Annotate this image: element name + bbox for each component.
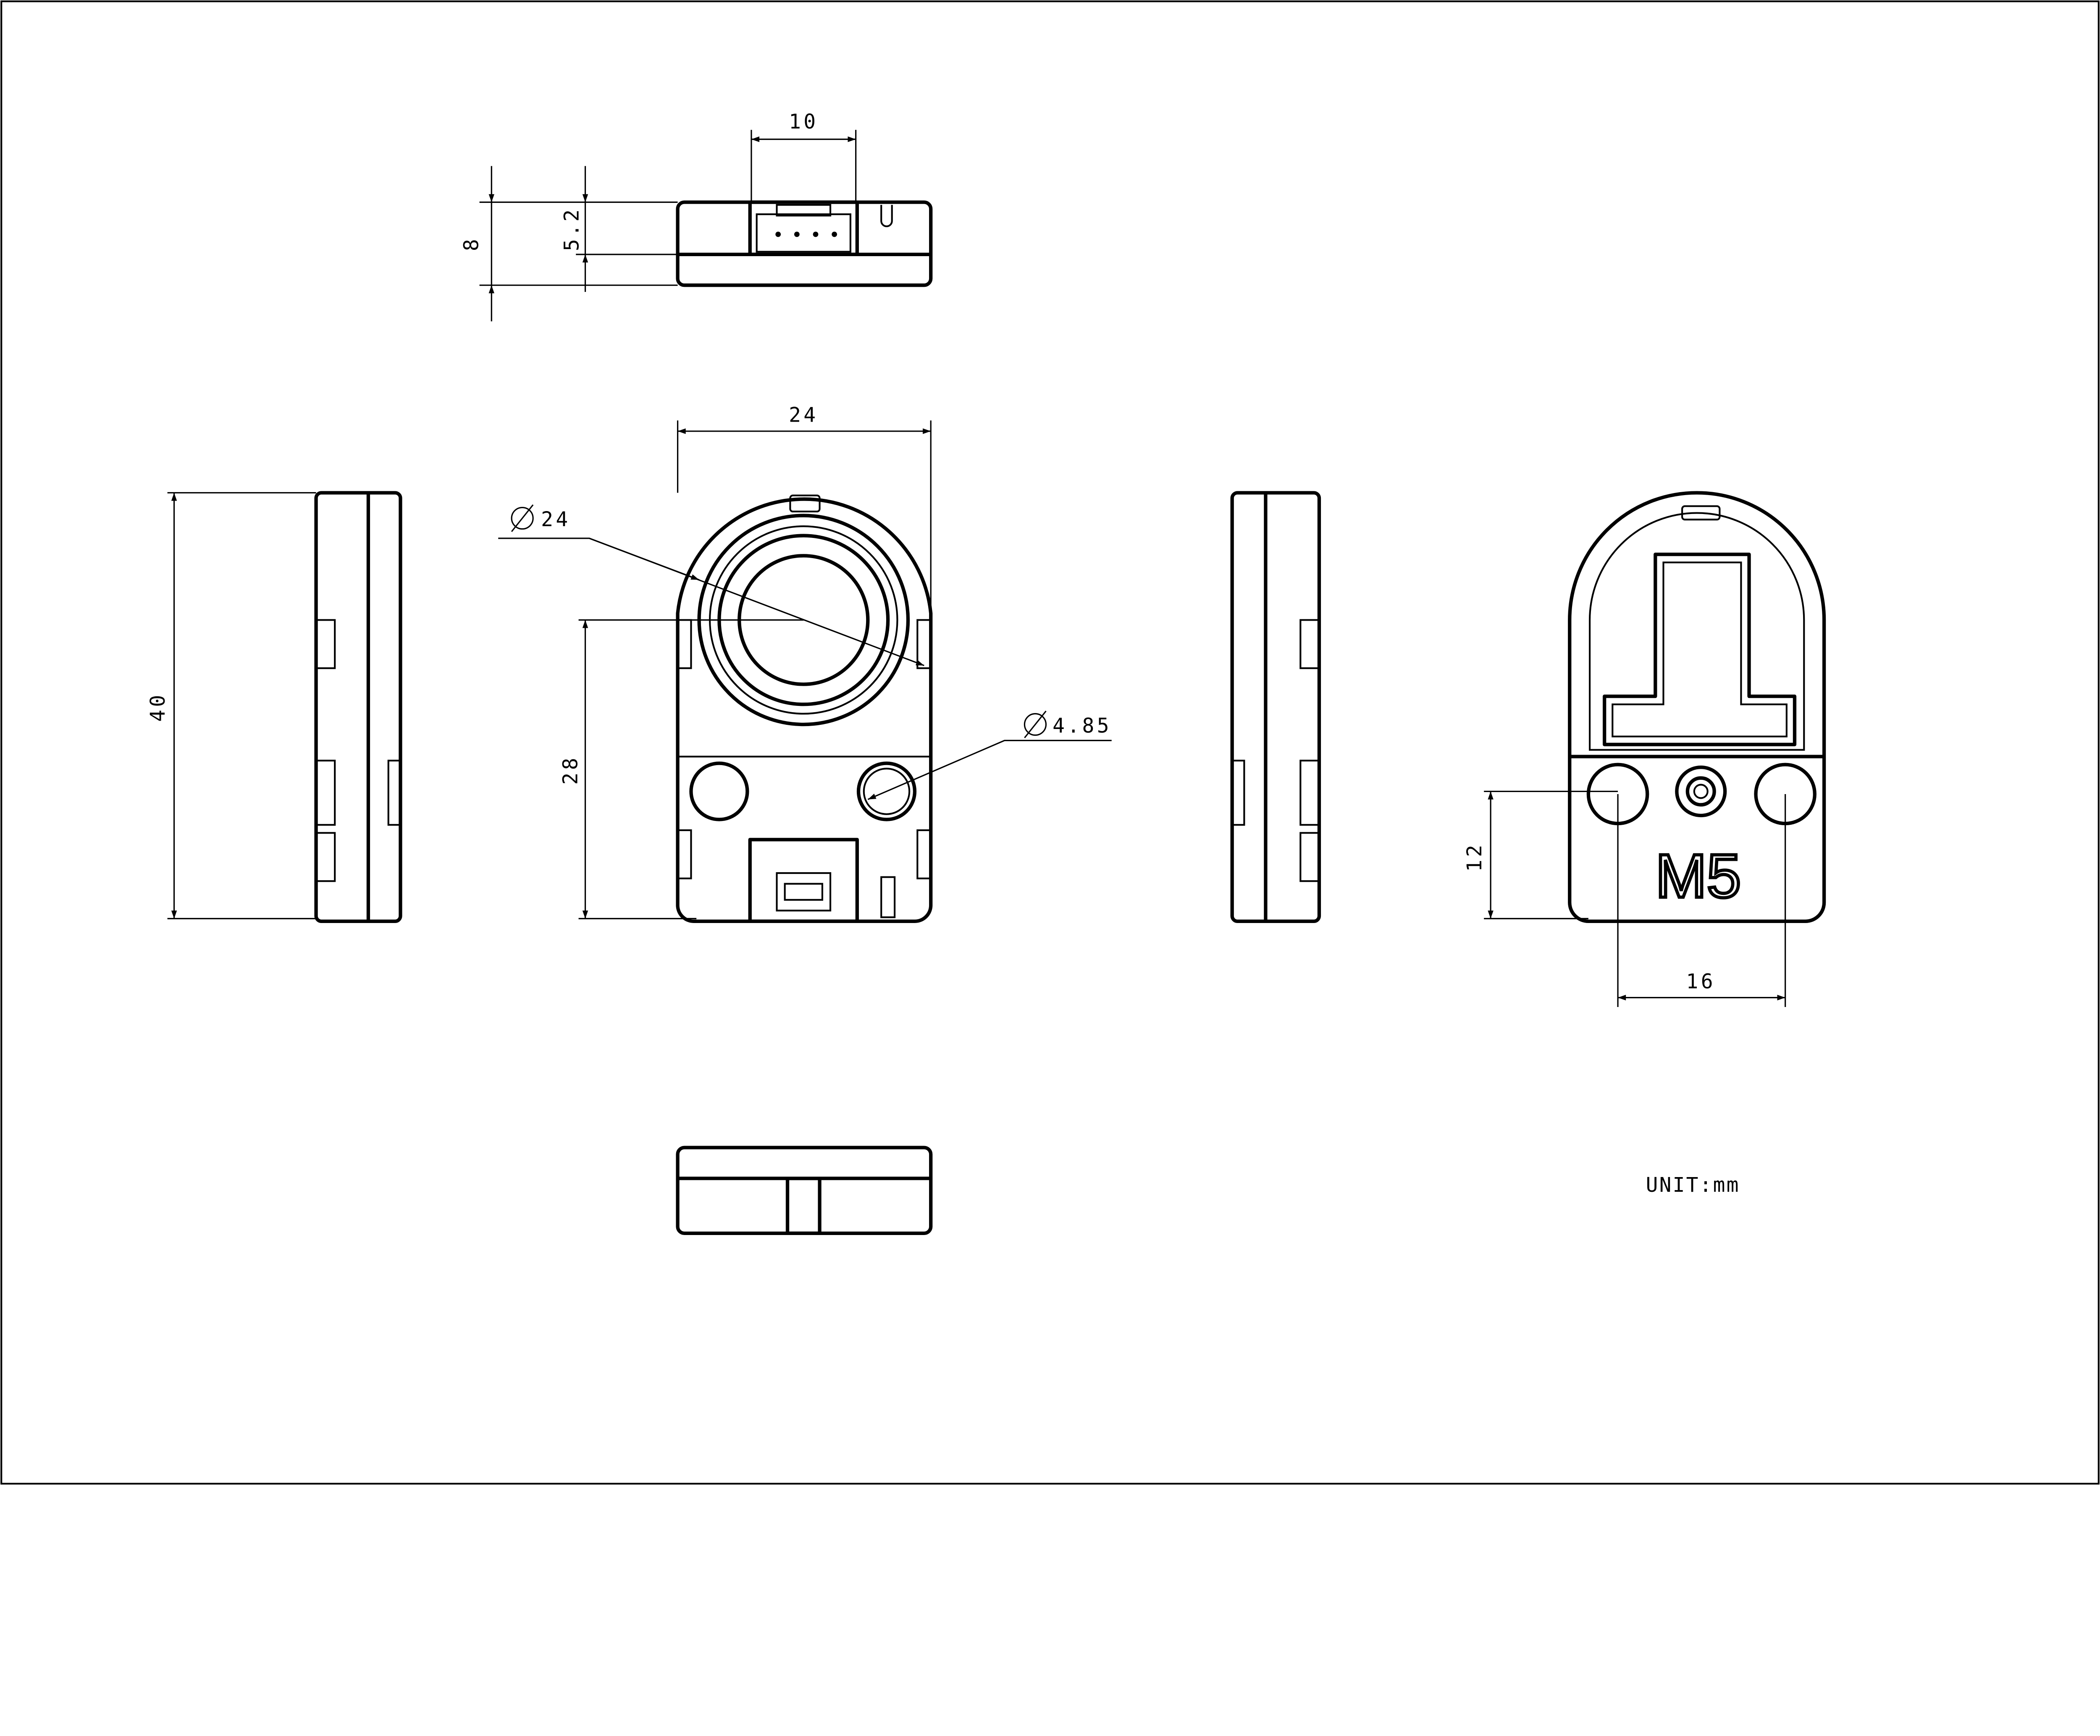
top-view: 10 8 5.2 [460,110,933,322]
dim-connector-height: 5.2 [561,207,584,252]
m5-logo: M5 [1655,842,1741,910]
dim-connector-width: 10 [789,110,818,134]
bottom-view [676,1146,933,1235]
dim-body-length: 40 [147,692,170,721]
dim-hole-height: 12 [1463,842,1486,872]
technical-drawing: 10 8 5.2 24 24 28 4.85 40 M5 12 16 UNIT:… [0,0,2100,1485]
diameter-icon [1024,713,1047,736]
unit-label: UNIT:mm [1646,1174,1740,1197]
dim-body-width: 24 [789,404,818,427]
diameter-icon [511,506,534,530]
dim-hole-spacing: 16 [1686,970,1716,993]
dim-ring-diameter: 24 [541,508,570,531]
left-side-view: 40 [147,491,402,923]
front-view: 24 24 28 4.85 [498,404,1112,923]
drawing-border [0,0,2100,1485]
right-side-view [1230,491,1321,923]
dim-hole-diameter: 4.85 [1053,714,1112,737]
back-view: M5 12 16 [1463,491,1826,1007]
dim-total-height: 8 [460,236,483,251]
dim-ring-center-height: 28 [559,755,582,784]
